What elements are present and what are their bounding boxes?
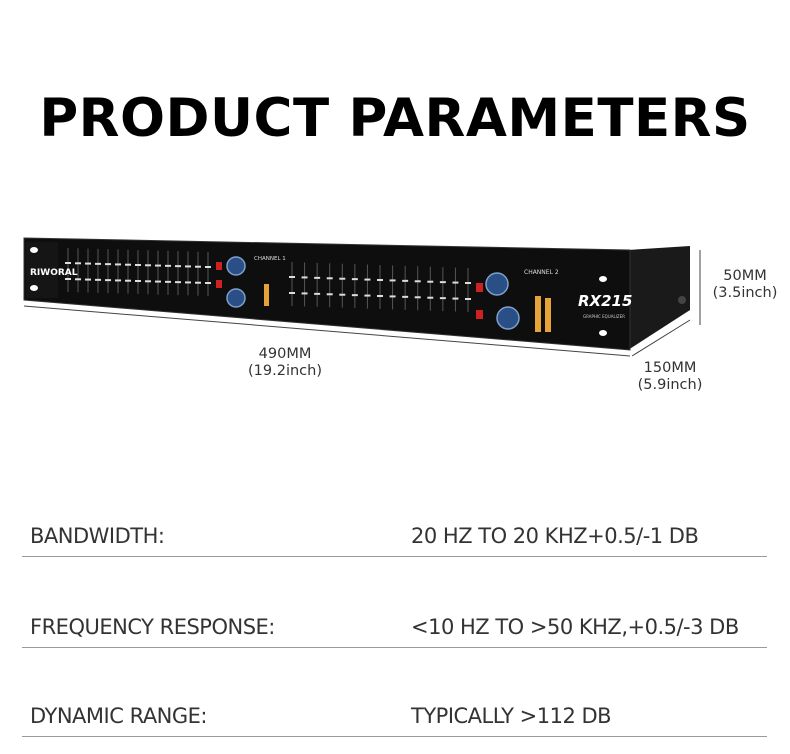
channel-1-sliders (65, 248, 211, 296)
slider-cap (439, 297, 446, 300)
slider-cap (65, 262, 71, 264)
slider-cap (175, 281, 181, 284)
slider-cap (75, 278, 81, 281)
channel-1-level-knob (226, 288, 246, 308)
spec-row-bandwidth: BANDWIDTH: 20 HZ TO 20 KHZ+0.5/-1 DB (22, 512, 767, 557)
slider-cap (135, 280, 141, 282)
equalizer-device-image: RIWORAL CHANNEL 1 CHANNEL 2 RX215 GRAPHI… (23, 237, 701, 357)
brand-logo: RIWORAL (30, 268, 78, 278)
spec-value: TYPICALLY >112 DB (411, 704, 612, 728)
slider-cap (364, 294, 371, 297)
channel-2-label: CHANNEL 2 (524, 269, 559, 276)
slider-cap (389, 295, 396, 298)
slider-cap (105, 279, 111, 282)
width-dimension: 490MM (19.2inch) (248, 346, 322, 379)
slider-cap (105, 263, 111, 266)
slider-cap (195, 281, 201, 284)
slider-cap (314, 292, 321, 295)
slider-cap (75, 262, 81, 265)
slider-cap (326, 293, 333, 296)
slider-cap (351, 278, 358, 281)
spec-value: <10 HZ TO >50 KHZ,+0.5/-3 DB (411, 615, 739, 639)
channel-1-label: CHANNEL 1 (254, 256, 286, 262)
channel-1-range-knob (226, 256, 246, 276)
slider-cap (125, 263, 131, 266)
model-subtitle: GRAPHIC EQUALIZER (583, 314, 625, 319)
slider-cap (155, 264, 161, 267)
slider-cap (85, 262, 91, 265)
slider-cap (205, 282, 211, 284)
slider-cap (326, 277, 333, 280)
spec-label: BANDWIDTH: (30, 524, 165, 548)
slider-cap (115, 279, 121, 282)
slider-cap (289, 292, 295, 294)
depth-dimension: 150MM (5.9inch) (637, 360, 703, 393)
slider-cap (351, 294, 358, 297)
slider-cap (377, 279, 383, 281)
slider-cap (402, 279, 409, 282)
channel-2-meter (545, 298, 551, 332)
slider-cap (125, 279, 131, 282)
slider-cap (85, 278, 91, 281)
slider-cap (414, 280, 421, 283)
slider-cap (402, 295, 409, 298)
slider-cap (195, 265, 201, 268)
slider-cap (95, 262, 101, 265)
slider-cap (314, 276, 321, 279)
model-label: RX215 (578, 292, 632, 310)
slider-cap (427, 280, 434, 283)
channel-1-switch (216, 262, 222, 270)
slider-cap (364, 278, 371, 281)
spec-row-frequency-response: FREQUENCY RESPONSE: <10 HZ TO >50 KHZ,+0… (22, 603, 767, 648)
slider-cap (185, 281, 191, 284)
slider-cap (95, 278, 101, 281)
height-dimension: 50MM (3.5inch) (712, 268, 778, 301)
channel-2-range-knob (485, 272, 509, 296)
channel-1-switch (216, 280, 222, 288)
slider-cap (465, 282, 471, 284)
slider-cap (145, 280, 151, 283)
slider-cap (377, 295, 383, 297)
channel-1-meter (264, 284, 269, 306)
slider-cap (339, 277, 346, 280)
slider-cap (389, 279, 396, 282)
spec-value: 20 HZ TO 20 KHZ+0.5/-1 DB (411, 524, 699, 548)
slider-cap (339, 293, 346, 296)
channel-2-switch (476, 283, 483, 292)
channel-2-sliders (289, 262, 471, 312)
spec-label: DYNAMIC RANGE: (30, 704, 208, 728)
slider-cap (439, 281, 446, 284)
slider-cap (301, 276, 308, 279)
channel-2-meter (535, 296, 541, 332)
slider-cap (465, 298, 471, 300)
channel-2-switch (476, 310, 483, 319)
slider-cap (165, 264, 171, 267)
slider-cap (115, 263, 121, 266)
slider-cap (414, 296, 421, 299)
slider-cap (185, 265, 191, 268)
slider-cap (175, 265, 181, 268)
slider-cap (452, 297, 459, 300)
slider-cap (452, 281, 459, 284)
slider-cap (165, 280, 171, 283)
page-title: PRODUCT PARAMETERS (39, 88, 751, 149)
channel-2-level-knob (496, 306, 520, 330)
slider-cap (155, 280, 161, 283)
slider-cap (145, 264, 151, 267)
spec-row-dynamic-range: DYNAMIC RANGE: TYPICALLY >112 DB (22, 692, 767, 737)
slider-cap (65, 278, 71, 280)
spec-label: FREQUENCY RESPONSE: (30, 615, 275, 639)
slider-cap (427, 296, 434, 299)
slider-cap (301, 292, 308, 295)
slider-cap (289, 276, 295, 278)
slider-cap (135, 264, 141, 266)
slider-cap (205, 266, 211, 268)
